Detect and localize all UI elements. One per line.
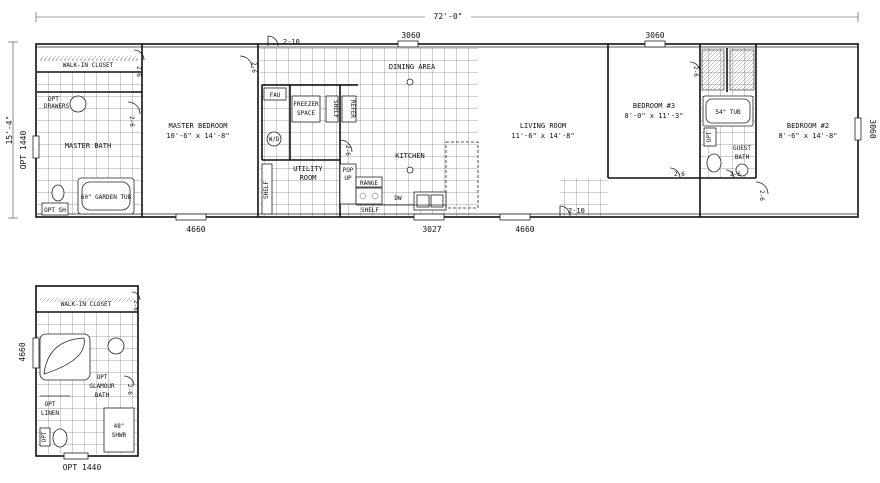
overall-length-label: 72'-0" — [434, 12, 463, 21]
pop-up-label-1: POP — [343, 167, 354, 174]
door-closet-label: 2-6 — [135, 66, 142, 77]
bedroom3-size: 8'-0" x 11'-3" — [624, 112, 683, 120]
bedroom2-size: 8'-6" x 14'-8" — [778, 132, 837, 140]
window-left-end-label: OPT 1440 — [19, 131, 28, 170]
alt-glamour-label-1: OPT — [97, 374, 108, 381]
dining-area-label: DINING AREA — [389, 63, 436, 71]
window-top-bedroom3-label: 3060 — [645, 31, 664, 40]
freezer-space — [291, 95, 321, 123]
refrigerator — [341, 95, 357, 123]
window-bottom-kitchen-label: 3027 — [422, 225, 441, 234]
window-right-end-label: 3060 — [868, 119, 877, 138]
walk-in-closet-label: WALK-IN CLOSET — [63, 62, 114, 69]
washer-dryer — [266, 131, 282, 147]
opt-guest-label: OPT — [706, 131, 713, 142]
door-guest-label: 2-6 — [730, 171, 741, 178]
door-bath-label: 2-6 — [128, 116, 135, 127]
range-label: RANGE — [360, 180, 378, 187]
tile-floors — [37, 48, 755, 216]
alt-linen-label-2: LINEN — [41, 410, 59, 417]
living-room-size: 11'-6" x 14'-8" — [511, 132, 574, 140]
guest-bath-label-1: GUEST — [733, 145, 751, 152]
door-front-label: 2-10 — [568, 207, 585, 215]
opt-drawers-label-2: DRAWERS — [44, 103, 70, 110]
bedroom3-label: BEDROOM #3 — [633, 102, 675, 110]
door-guest-top-label: 2-6 — [692, 66, 699, 77]
door-top-master-label: 2-10 — [283, 38, 300, 46]
alt-shower-label-1: 48" — [114, 423, 125, 430]
window-top-dining-label: 3060 — [401, 31, 420, 40]
master-bedroom-label: MASTER BEDROOM — [168, 122, 227, 130]
alt-window-side-label: 4660 — [18, 342, 27, 361]
overall-length-dimension: 72'-0" — [35, 11, 859, 22]
alt-linen-label-1: OPT — [45, 401, 56, 408]
living-room-label: LIVING ROOM — [520, 122, 566, 130]
alt-door-closet-label: 2-6 — [132, 300, 139, 311]
refer-label: REFER — [349, 100, 356, 118]
garden-tub-label: 60" GARDEN TUB — [81, 194, 132, 201]
bedroom2-label: BEDROOM #2 — [787, 122, 829, 130]
alt-glamour-label-3: BATH — [95, 392, 110, 399]
master-bath-label: MASTER BATH — [65, 142, 111, 150]
alt-shower — [103, 407, 135, 453]
window-bottom-master-label: 4660 — [186, 225, 205, 234]
dishwasher-label: DW — [394, 195, 402, 202]
sink-fixture — [69, 95, 87, 113]
alt-walk-in-closet-label: WALK-IN CLOSET — [61, 301, 112, 308]
tub-54-label: 54" TUB — [715, 109, 741, 116]
window-bottom-living-label: 4660 — [515, 225, 534, 234]
utility-label-1: UTILITY — [293, 165, 323, 173]
kitchen-label: KITCHEN — [395, 152, 425, 160]
alt-glamour-label-2: GLAMOUR — [89, 383, 115, 390]
fau-unit — [263, 87, 287, 101]
shelf-kitchen-label: SHELF — [361, 207, 379, 214]
utility-label-2: ROOM — [300, 174, 317, 182]
alt-sink — [107, 337, 125, 355]
door-bedroom3-label: 2-6 — [674, 171, 685, 178]
master-bedroom-size: 10'-6" x 14'-8" — [166, 132, 229, 140]
overall-width-label: 15'-4" — [5, 116, 14, 145]
wd-label: W/D — [269, 136, 280, 143]
range-unit — [355, 176, 383, 188]
alt-opt-small-label: OPT — [41, 431, 48, 442]
opt-sh-label: OPT SH — [44, 207, 66, 214]
alt-toilet — [52, 428, 68, 448]
windows: 3060 3060 3060 4660 3027 4660 OPT 1440 — [19, 31, 877, 234]
alt-door-label: 2-6 — [126, 384, 133, 395]
door-kitchen-label: 2-6 — [344, 145, 351, 156]
guest-toilet — [706, 153, 722, 173]
dining-light — [406, 78, 414, 86]
overall-width-dimension: 15'-4" — [5, 41, 18, 219]
pop-up-label-2: UP — [344, 175, 352, 182]
alt-shower-label-2: SHWR — [112, 432, 127, 439]
toilet-fixture — [51, 184, 65, 202]
alternate-bath-plan: WALK-IN CLOSET 2-6 OPT GLAMOUR BATH 2-6 … — [18, 285, 141, 472]
alt-window-bottom-label: OPT 1440 — [63, 463, 102, 472]
door-bedroom2-label: 2-6 — [758, 190, 765, 201]
shelf-utility-label: SHELF — [263, 181, 270, 199]
shelf-vertical-label: SHELF — [332, 100, 339, 118]
guest-bath-label-2: BATH — [735, 154, 750, 161]
door-util-left-label: 2-6 — [250, 62, 257, 73]
freezer-label-2: SPACE — [297, 110, 315, 117]
freezer-label-1: FREEZER — [293, 101, 319, 108]
fau-label: FAU — [270, 92, 281, 99]
doors: 2-10 2-6 2-6 2-6 2-6 2-6 2-10 2-6 2-6 2-… — [127, 35, 769, 217]
opt-drawers-label-1: OPT — [48, 96, 59, 103]
